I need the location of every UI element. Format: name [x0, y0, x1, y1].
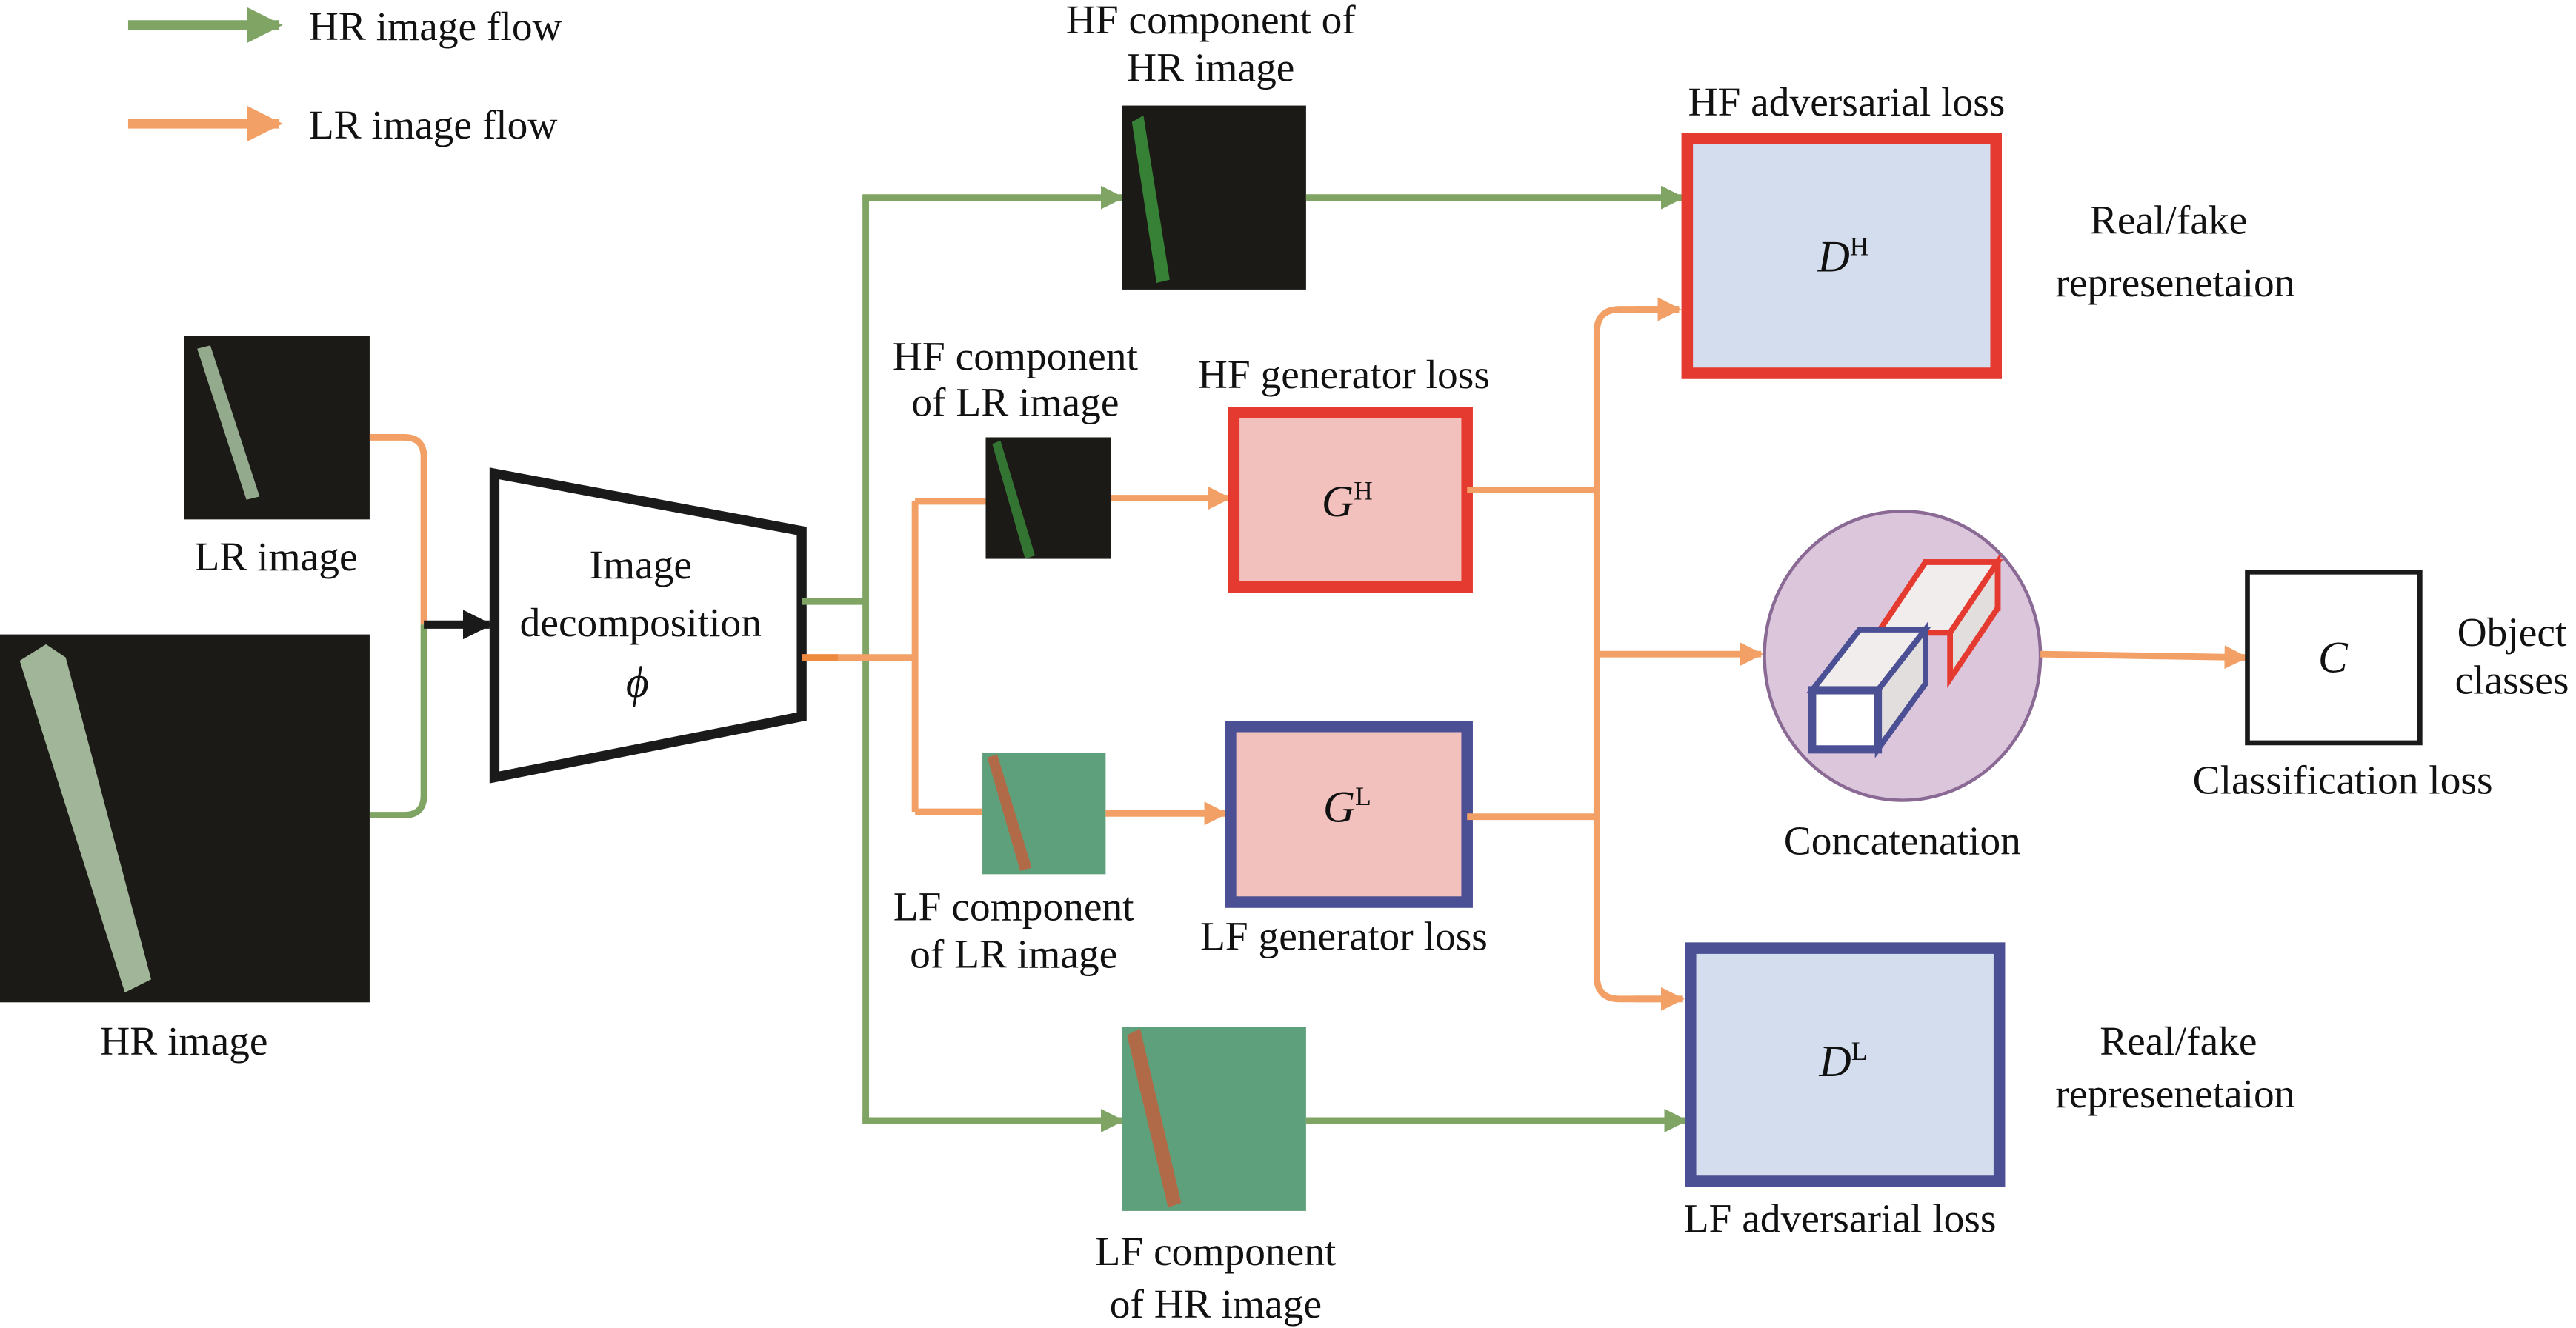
gh-symbol: GH	[1322, 476, 1373, 526]
hf-hr-label-line1: HF component of	[1066, 0, 1357, 42]
legend-item-lr-flow: LR image flow	[127, 102, 558, 147]
decomposition-trapezoid	[489, 467, 807, 784]
image-decomposition-module: Image decomposition ϕ	[489, 467, 807, 784]
classifier-box	[2245, 569, 2423, 746]
hf-generator-box	[1228, 407, 1473, 593]
phi-symbol: ϕ	[626, 658, 649, 707]
ship-icon	[1131, 115, 1170, 284]
lf-hr-label-line2: of HR image	[1110, 1281, 1322, 1327]
lf-lr-label-line1: LF component	[893, 884, 1134, 929]
hf-discriminator: HF adversarial loss DH Real/fake represe…	[1681, 79, 2294, 379]
hr-image-label: HR image	[100, 1018, 267, 1064]
ship-icon	[19, 644, 152, 992]
lf-discriminator-box	[1685, 942, 2006, 1187]
legend-label-lr-flow: LR image flow	[309, 102, 558, 147]
hf-discriminator-box	[1681, 133, 2002, 379]
concatenation-label: Concatenation	[1784, 818, 2021, 864]
decomposition-label-line2: decomposition	[520, 600, 762, 645]
classifier: C Classification loss Object classes	[2193, 569, 2569, 803]
ship-icon	[992, 440, 1036, 559]
lf-lr-thumbnail	[982, 753, 1106, 875]
lf-real-fake-line1: Real/fake	[2100, 1018, 2257, 1064]
lf-discriminator: DL LF adversarial loss Real/fake represe…	[1684, 942, 2294, 1241]
ship-icon	[987, 754, 1032, 871]
legend-label-hr-flow: HR image flow	[309, 4, 562, 49]
legend-item-hr-flow: HR image flow	[127, 4, 562, 49]
hf-generator-loss-label: HF generator loss	[1198, 352, 1490, 397]
ship-icon	[1127, 1028, 1182, 1208]
hf-component-hr-image: HF component of HR image	[1066, 0, 1357, 290]
lr-image: LR image	[184, 336, 370, 579]
lf-adversarial-loss-label: LF adversarial loss	[1684, 1196, 1997, 1241]
lf-hr-label-line1: LF component	[1096, 1229, 1337, 1274]
ship-icon	[197, 345, 260, 500]
classification-loss-label: Classification loss	[2193, 758, 2493, 803]
concat-to-classifier-arrow	[2040, 645, 2249, 670]
lf-real-fake-line2: represenetaion	[2055, 1071, 2294, 1116]
hf-lr-label-line2: of LR image	[911, 380, 1119, 425]
feature-block-lf-icon	[1805, 621, 1931, 758]
hf-lr-label-line1: HF component	[893, 334, 1139, 379]
hf-component-lr-image: HF component of LR image	[893, 334, 1139, 559]
hf-hr-label-line2: HR image	[1127, 44, 1294, 90]
dh-symbol: DH	[1817, 231, 1869, 281]
gl-symbol: GL	[1323, 781, 1371, 831]
lf-component-hr-image: LF component of HR image	[1096, 1027, 1337, 1327]
lf-lr-label-line2: of LR image	[910, 932, 1117, 977]
hr-image: HR image	[0, 634, 370, 1064]
legend: HR image flow LR image flow	[127, 4, 562, 147]
hf-lr-thumbnail	[985, 437, 1111, 559]
lf-generator: GL LF generator loss	[1200, 721, 1488, 958]
decomposition-label-line1: Image	[590, 542, 692, 587]
classifier-symbol: C	[2318, 633, 2349, 682]
concatenation-module: Concatenation	[1763, 510, 2043, 864]
object-classes-line2: classes	[2455, 657, 2569, 702]
hf-real-fake-line1: Real/fake	[2090, 198, 2247, 243]
hf-adversarial-loss-label: HF adversarial loss	[1688, 79, 2005, 124]
dl-symbol: DL	[1819, 1036, 1868, 1086]
hf-generator: HF generator loss GH	[1198, 352, 1490, 593]
lr-image-label: LR image	[194, 534, 357, 579]
lf-component-lr-image: LF component of LR image	[893, 753, 1134, 977]
hf-real-fake-line2: represenetaion	[2055, 260, 2294, 305]
lf-generator-loss-label: LF generator loss	[1200, 913, 1488, 958]
lr-input-connector	[369, 434, 427, 625]
hr-input-connector	[369, 624, 427, 818]
object-classes-line1: Object	[2457, 610, 2567, 655]
